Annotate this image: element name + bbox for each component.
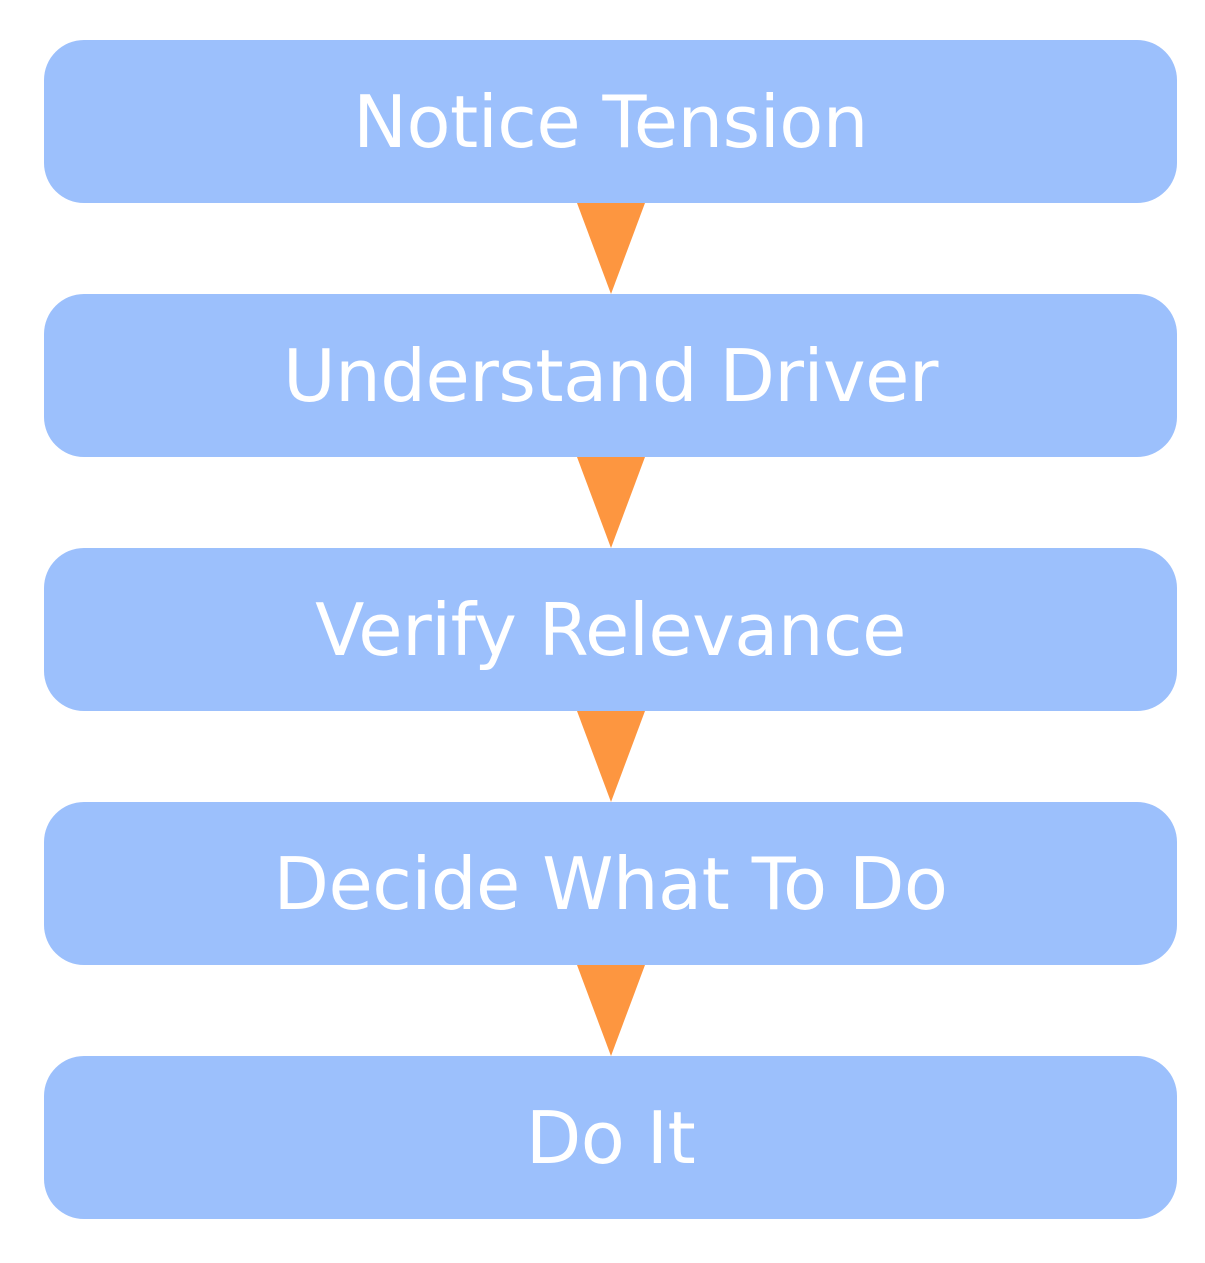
connector bbox=[44, 203, 1177, 294]
step-understand-driver: Understand Driver bbox=[44, 294, 1177, 457]
step-do-it: Do It bbox=[44, 1056, 1177, 1219]
flowchart: Notice Tension Understand Driver Verify … bbox=[44, 40, 1177, 1219]
connector bbox=[44, 965, 1177, 1056]
step-decide-what-to-do: Decide What To Do bbox=[44, 802, 1177, 965]
down-arrow-icon bbox=[577, 965, 645, 1056]
step-label: Do It bbox=[525, 1095, 696, 1180]
step-label: Decide What To Do bbox=[273, 841, 948, 926]
down-arrow-icon bbox=[577, 457, 645, 548]
step-verify-relevance: Verify Relevance bbox=[44, 548, 1177, 711]
step-label: Verify Relevance bbox=[315, 587, 906, 672]
step-notice-tension: Notice Tension bbox=[44, 40, 1177, 203]
connector bbox=[44, 711, 1177, 802]
step-label: Understand Driver bbox=[282, 333, 939, 418]
connector bbox=[44, 457, 1177, 548]
down-arrow-icon bbox=[577, 203, 645, 294]
down-arrow-icon bbox=[577, 711, 645, 802]
step-label: Notice Tension bbox=[353, 79, 868, 164]
